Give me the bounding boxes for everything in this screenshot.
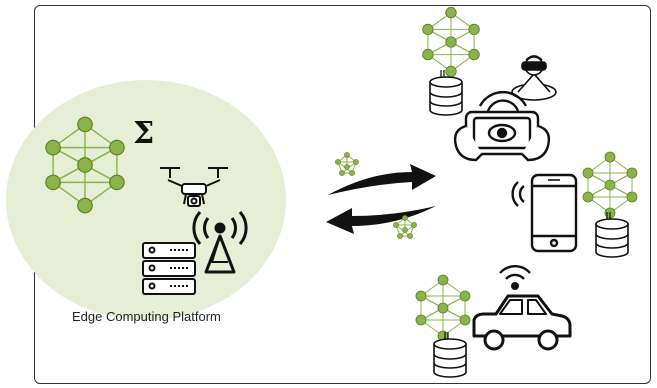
antenna-tower-icon — [192, 211, 248, 274]
neural-network-icon — [415, 274, 471, 342]
edge-platform-ellipse — [6, 80, 286, 320]
database-icon — [595, 211, 629, 258]
database-icon — [429, 69, 463, 116]
tablet-icon — [453, 90, 551, 162]
drone-icon — [160, 167, 228, 207]
connected-car-icon — [472, 265, 572, 351]
vr-headset-icon — [511, 55, 557, 101]
arrow-right-icon — [328, 151, 436, 195]
platform-label: Edge Computing Platform — [72, 309, 221, 324]
neural-network-icon — [422, 6, 480, 78]
server-rack-icon — [142, 242, 196, 295]
sigma-symbol: Σ — [133, 116, 154, 151]
smartphone-icon — [511, 173, 578, 253]
neural-network-icon — [582, 151, 638, 219]
arrow-left-icon — [326, 206, 436, 240]
